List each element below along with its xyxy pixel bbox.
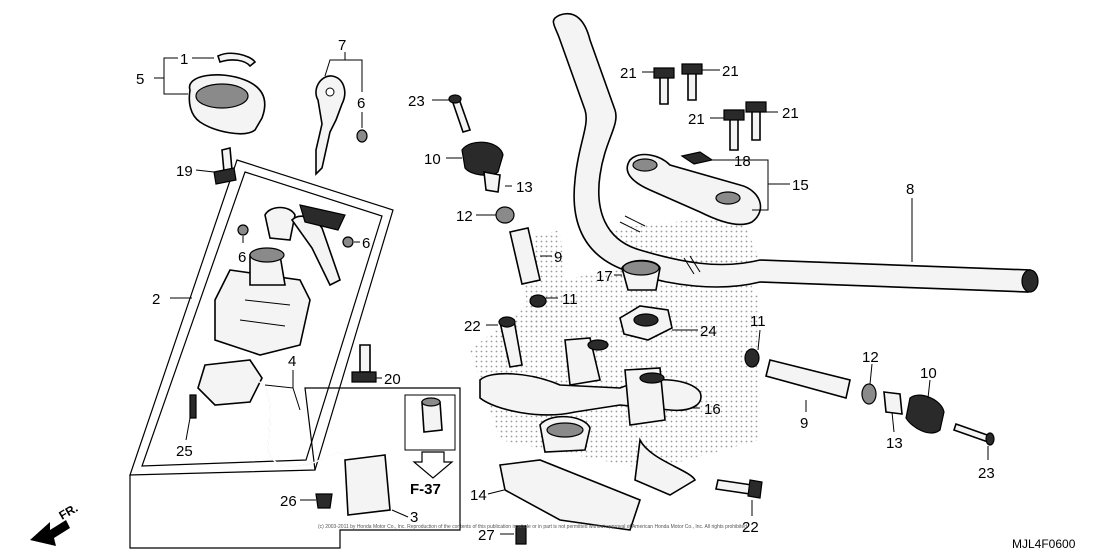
callout-6: 6	[362, 235, 370, 252]
callout-16: 16	[704, 401, 721, 418]
callout-4: 4	[288, 353, 296, 370]
callout-11: 11	[562, 291, 578, 308]
lower-bolts	[515, 479, 763, 545]
callout-18: 18	[734, 153, 751, 170]
callout-13: 13	[886, 435, 903, 452]
left-hardware	[448, 94, 547, 368]
callout-17: 17	[596, 268, 613, 285]
callout-26: 26	[280, 493, 297, 510]
front-indicator: FR.	[57, 501, 81, 523]
callout-8: 8	[906, 181, 914, 198]
callout-21: 21	[620, 65, 637, 82]
bolt-20	[351, 344, 377, 383]
handlebar-holder	[626, 63, 767, 226]
f37-connector	[412, 397, 454, 479]
callout-5: 5	[136, 71, 144, 88]
callout-6: 6	[357, 95, 365, 112]
callout-9: 9	[554, 249, 562, 266]
callout-15: 15	[792, 177, 809, 194]
reference-f37: F-37	[410, 481, 441, 498]
callout-7: 7	[338, 37, 346, 54]
key-cover	[188, 52, 266, 135]
callout-10: 10	[424, 151, 441, 168]
callout-22: 22	[464, 318, 481, 335]
diagram-code: MJL4F0600	[1012, 537, 1076, 551]
ignition-switch-frame	[129, 159, 461, 549]
ignition-switch	[214, 204, 354, 356]
front-arrow-icon	[30, 520, 70, 546]
callouts: 1 5 7 6 19 6 6 2 4 20 25 26 3 23 10 13 1…	[136, 37, 995, 544]
stem-nut	[619, 259, 673, 341]
callout-23: 23	[978, 465, 995, 482]
copyright-notice: (c) 2003-2011 by Honda Motor Co., Inc. R…	[318, 524, 748, 530]
key	[315, 75, 368, 176]
callout-19: 19	[176, 163, 193, 180]
leader-lines	[154, 52, 989, 535]
callout-20: 20	[384, 371, 401, 388]
wire-harness	[189, 359, 391, 516]
callout-23: 23	[408, 93, 425, 110]
callout-3: 3	[410, 509, 418, 526]
callout-21: 21	[688, 111, 705, 128]
callout-9: 9	[800, 415, 808, 432]
callout-24: 24	[700, 323, 717, 340]
callout-12: 12	[862, 349, 879, 366]
callout-21: 21	[782, 105, 799, 122]
callout-6: 6	[238, 249, 246, 266]
callout-13: 13	[516, 179, 533, 196]
right-hardware	[744, 348, 995, 446]
callout-1: 1	[180, 51, 188, 68]
callout-11: 11	[750, 313, 766, 330]
callout-12: 12	[456, 208, 473, 225]
callout-27: 27	[478, 527, 495, 544]
callout-14: 14	[470, 487, 487, 504]
callout-10: 10	[920, 365, 937, 382]
top-bridge	[479, 337, 702, 531]
bolt-19	[213, 146, 237, 185]
callout-21: 21	[722, 63, 739, 80]
callout-22: 22	[742, 519, 759, 536]
handlebar-pipe	[552, 13, 1039, 293]
callout-25: 25	[176, 443, 193, 460]
callout-2: 2	[152, 291, 160, 308]
